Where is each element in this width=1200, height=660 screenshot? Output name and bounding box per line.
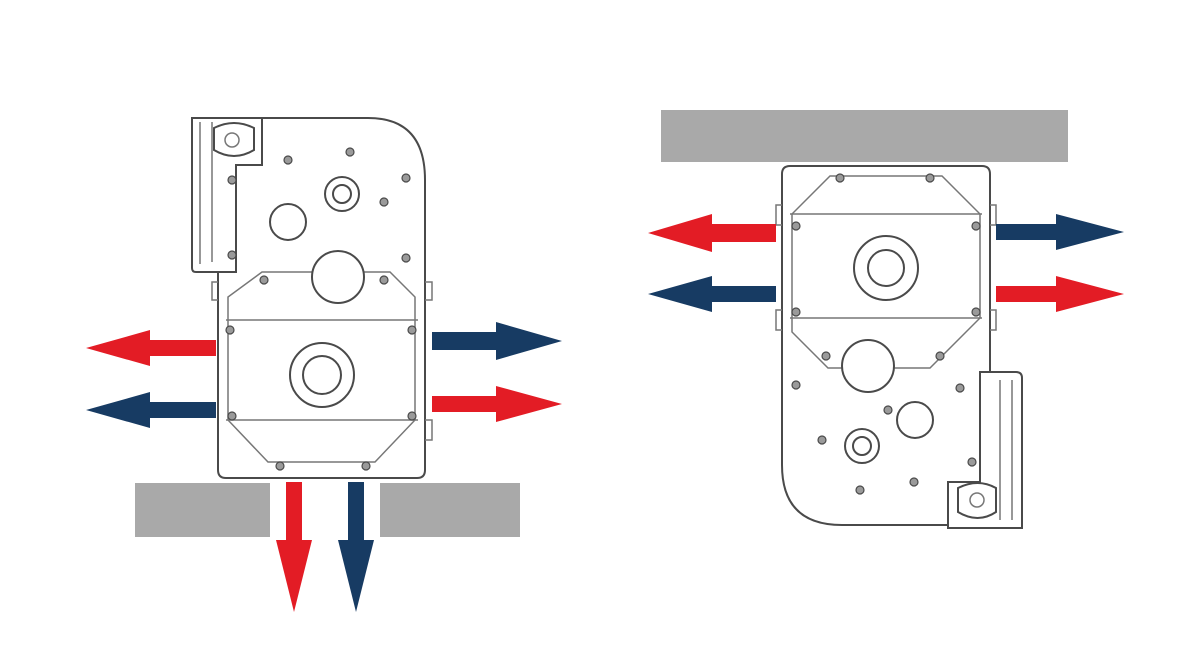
arrow-blue-down xyxy=(338,482,374,612)
arrow-red-left xyxy=(86,330,216,366)
arrows-left-side xyxy=(86,330,216,428)
arrows-left-side-right-config xyxy=(648,214,776,312)
arrow-red-right-2 xyxy=(996,276,1124,312)
arrow-red-right xyxy=(432,386,562,422)
floor-block-right xyxy=(380,483,520,537)
right-configuration xyxy=(648,110,1124,529)
ceiling-block xyxy=(661,110,1068,162)
arrow-red-down xyxy=(276,482,312,612)
arrows-right-side xyxy=(432,322,562,422)
arrows-right-side-right-config xyxy=(996,214,1124,312)
arrow-red-left-2 xyxy=(648,214,776,252)
arrows-down xyxy=(276,482,374,612)
gearbox-housing-right xyxy=(775,165,1023,529)
gearbox-housing-left xyxy=(191,117,433,479)
arrow-blue-left-2 xyxy=(648,276,776,312)
left-configuration xyxy=(86,117,562,612)
floor-block-left xyxy=(135,483,270,537)
arrow-blue-right xyxy=(432,322,562,360)
arrow-blue-right-2 xyxy=(996,214,1124,250)
arrow-blue-left xyxy=(86,392,216,428)
